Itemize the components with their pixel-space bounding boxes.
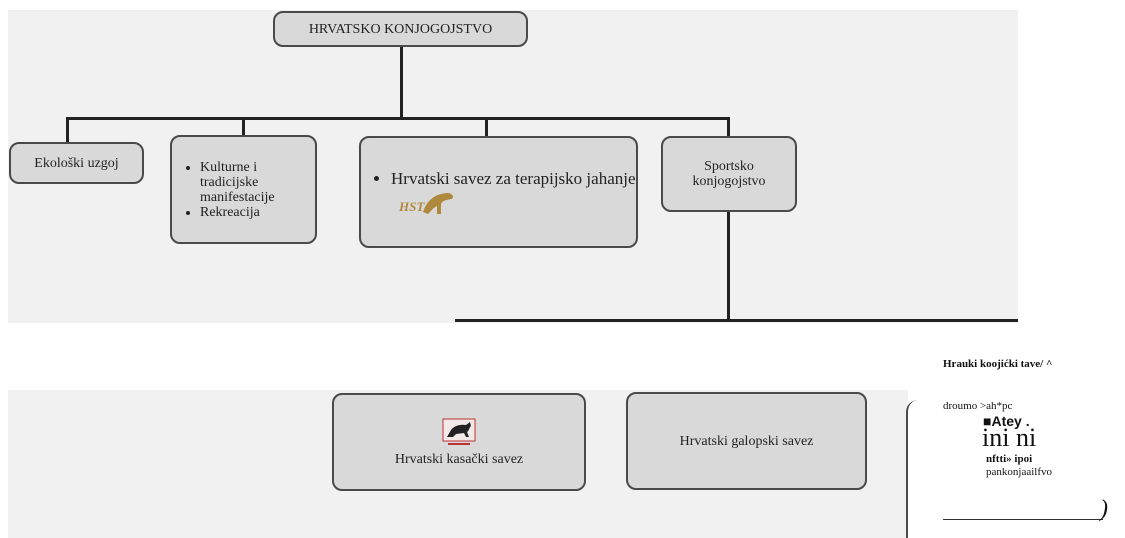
node-kulturne-manifestacije: Kulturne i tradicijske manifestacije Rek… bbox=[170, 135, 317, 244]
terapijsko-list: Hrvatski savez za terapijsko jahanje HST… bbox=[369, 168, 636, 216]
ekoloski-label: Ekološki uzgoj bbox=[34, 155, 119, 171]
node-kasacki-savez: Hrvatski kasački savez bbox=[332, 393, 586, 491]
root-label: HRVATSKO KONJOGOJSTVO bbox=[308, 21, 493, 37]
hstj-logo: HSTJ bbox=[397, 190, 457, 216]
kulturne-list: Kulturne i tradicijske manifestacije Rek… bbox=[178, 160, 292, 220]
list-item: Rekreacija bbox=[200, 205, 292, 220]
side-fragment-line: ■Atey . bbox=[983, 413, 1030, 429]
list-item: Kulturne i tradicijske manifestacije bbox=[200, 160, 292, 205]
connector-terapijsko bbox=[485, 117, 488, 139]
kasacki-label: Hrvatski kasački savez bbox=[394, 451, 524, 467]
root-connector bbox=[400, 46, 403, 118]
horse-icon bbox=[442, 418, 476, 445]
list-item: Hrvatski savez za terapijsko jahanje HST… bbox=[391, 168, 636, 216]
node-galopski-savez: Hrvatski galopski savez bbox=[626, 392, 867, 490]
connector-kulturne bbox=[242, 117, 245, 137]
node-terapijsko-jahanje: Hrvatski savez za terapijsko jahanje HST… bbox=[359, 136, 638, 248]
node-partial-right bbox=[906, 400, 926, 538]
level2-bus bbox=[455, 319, 1018, 322]
sportsko-down-connector bbox=[727, 210, 730, 322]
galopski-label: Hrvatski galopski savez bbox=[679, 433, 814, 449]
level1-bus bbox=[66, 117, 730, 120]
side-fragment-line: pankonjaailfvo bbox=[986, 466, 1052, 478]
horse-head-icon bbox=[423, 193, 454, 214]
hstj-logo-text: HSTJ bbox=[399, 199, 431, 214]
side-fragment-line: ini ni bbox=[982, 423, 1037, 452]
connector-sportsko bbox=[727, 117, 730, 139]
node-ekoloski-uzgoj: Ekološki uzgoj bbox=[9, 142, 144, 184]
side-fragment-heading: Hrauki koojićki tave/ ^ bbox=[943, 358, 1053, 370]
connector-ekoloski bbox=[66, 117, 69, 145]
side-underline bbox=[943, 519, 1103, 520]
root-node: HRVATSKO KONJOGOJSTVO bbox=[273, 11, 528, 47]
sportsko-label: Sportsko konjogojstvo bbox=[692, 159, 766, 189]
side-fragment-line: droumo >ah*pc bbox=[943, 400, 1013, 412]
side-fragment-paren: ) bbox=[1100, 496, 1108, 522]
terapijsko-label: Hrvatski savez za terapijsko jahanje bbox=[391, 169, 636, 188]
side-fragment-line: nftti» ipoi bbox=[986, 453, 1033, 465]
node-sportsko-konjogojstvo: Sportsko konjogojstvo bbox=[661, 136, 797, 212]
